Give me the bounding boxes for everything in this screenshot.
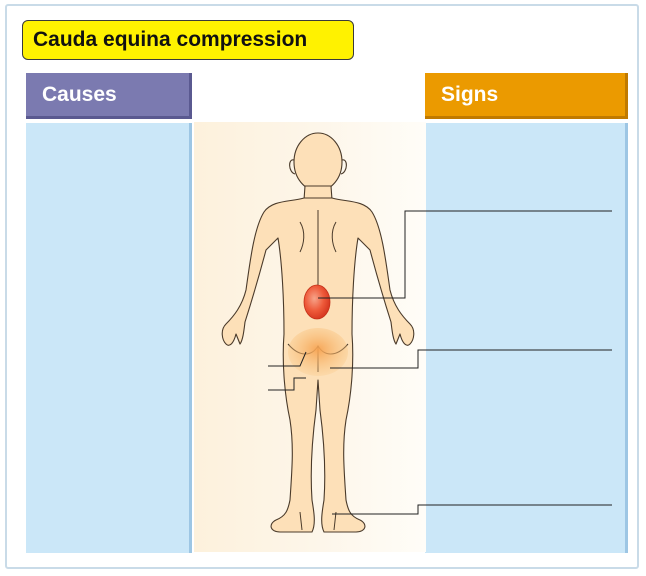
saddle-area-icon [288,328,348,376]
leader-line-lesion [318,210,612,299]
leader-line-saddle [330,349,612,369]
diagram-title: Cauda equina compression [22,20,354,60]
diagram-frame [5,4,639,569]
signs-header-label: Signs [441,82,499,106]
causes-panel [26,123,192,553]
signs-panel [425,123,628,553]
diagram-title-text: Cauda equina compression [33,28,308,51]
signs-header: Signs [425,73,628,119]
leader-line-left-lower [268,377,306,391]
spinal-lesion-icon [303,284,331,320]
leader-line-left-upper [268,351,307,367]
cause-leader-lines [268,351,307,391]
sign-leader-lines [318,210,612,515]
causes-header: Causes [26,73,192,119]
leader-line-foot [332,504,612,515]
causes-header-label: Causes [42,82,117,106]
